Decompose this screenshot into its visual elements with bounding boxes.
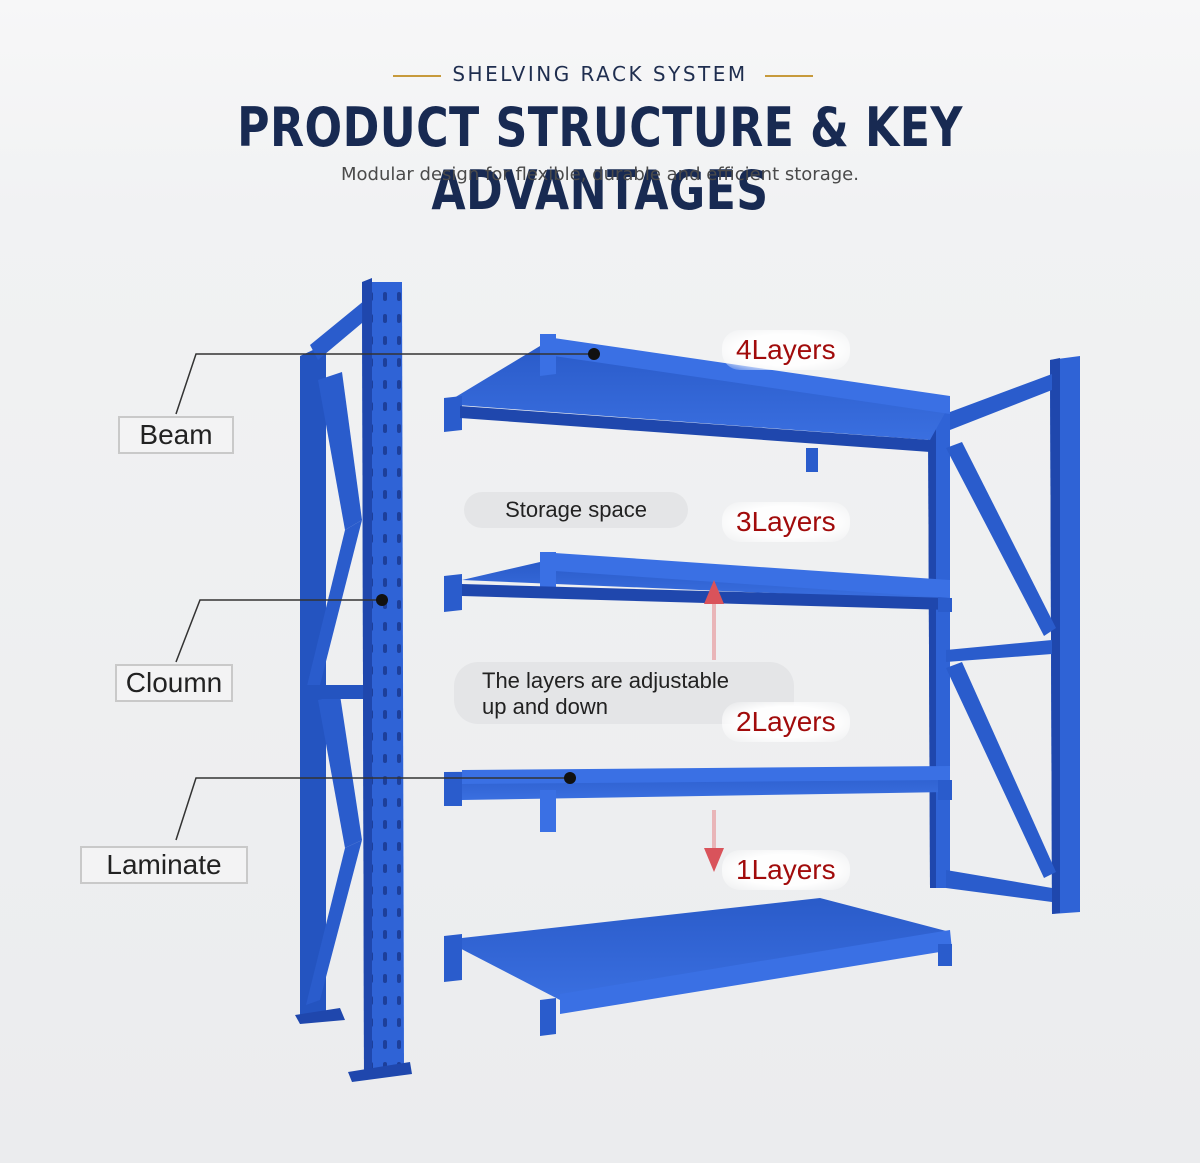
adjustable-text-line2: up and down [482, 694, 608, 719]
laminate-leader-line [175, 777, 570, 841]
laminate-marker-dot [564, 772, 576, 784]
shelf-layer-4 [444, 334, 950, 472]
beam-label: Beam [118, 416, 234, 454]
layer-4-label: 4Layers [722, 330, 850, 370]
shelf-layer-3 [444, 552, 952, 612]
page-subtitle: Modular design for flexible, durable and… [341, 164, 859, 185]
column-leader-line [175, 599, 382, 663]
storage-space-text: Storage space [505, 497, 647, 522]
layer-1-label: 1Layers [722, 850, 850, 890]
adjustable-note: The layers are adjustable up and down [454, 662, 794, 724]
beam-marker-dot [588, 348, 600, 360]
storage-space-note: Storage space [464, 492, 688, 528]
right-upright-frame [928, 356, 1080, 914]
shelf-layer-1 [444, 898, 952, 1036]
adjustable-text-line1: The layers are adjustable [482, 668, 730, 693]
left-upright-frame [295, 278, 412, 1082]
eyebrow-right-line [765, 75, 813, 77]
column-marker-dot [376, 594, 388, 606]
page-title: PRODUCT STRUCTURE & KEY ADVANTAGES [237, 96, 963, 222]
eyebrow-title: SHELVING RACK SYSTEM [452, 62, 748, 86]
layer-3-label: 3Layers [722, 502, 850, 542]
arrow-down-icon [704, 810, 724, 872]
header: SHELVING RACK SYSTEM PRODUCT STRUCTURE &… [0, 0, 1200, 222]
eyebrow-left-line [393, 75, 441, 77]
beam-leader-line [175, 353, 594, 415]
arrow-up-icon [704, 580, 724, 660]
column-label: Cloumn [115, 664, 233, 702]
shelf-layer-2 [444, 766, 952, 832]
laminate-label: Laminate [80, 846, 248, 884]
layer-2-label: 2Layers [722, 702, 850, 742]
